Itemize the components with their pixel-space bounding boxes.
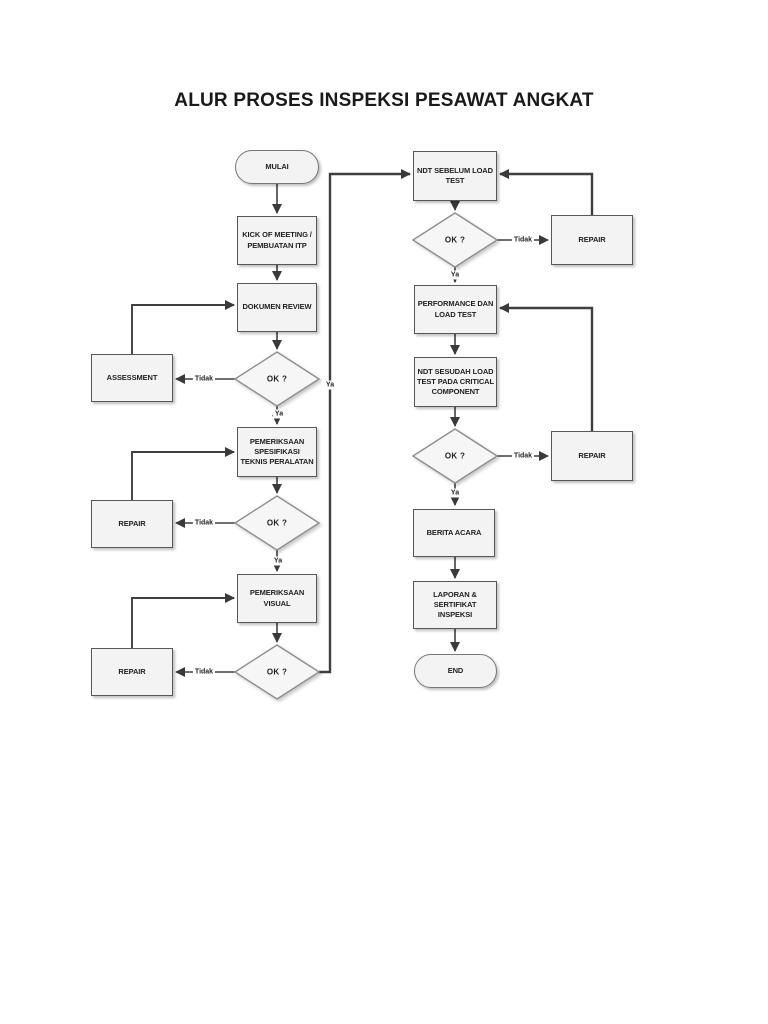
decision-ok4-label: OK ? bbox=[444, 235, 466, 245]
edge-label-tidak-2: Tidak bbox=[192, 518, 216, 528]
decision-ok2-label: OK ? bbox=[266, 518, 288, 528]
connector-repair2-visual bbox=[131, 593, 235, 648]
edge-label-ya-2: Ya bbox=[271, 556, 285, 566]
edge-label-ya-1: Ya bbox=[272, 409, 286, 419]
edge-label-tidak-5: Tidak bbox=[511, 451, 535, 461]
node-repair-4: REPAIR bbox=[551, 431, 633, 481]
node-ndt-sebelum-load-test: NDT SEBELUM LOAD TEST bbox=[413, 151, 497, 201]
node-kick-of-meeting-label: KICK OF MEETING / PEMBUATAN ITP bbox=[242, 230, 312, 250]
edge-label-tidak-1: Tidak bbox=[192, 374, 216, 384]
edge-label-ya-5: Ya bbox=[448, 488, 462, 498]
node-ndt-sebelum-label: NDT SEBELUM LOAD TEST bbox=[417, 165, 493, 185]
page-title: ALUR PROSES INSPEKSI PESAWAT ANGKAT bbox=[174, 90, 594, 111]
edge-label-tidak-4: Tidak bbox=[511, 235, 535, 245]
connector-assessment-dokumen bbox=[131, 300, 235, 354]
node-pemeriksaan-spesifikasi: PEMERIKSAAN SPESIFIKASI TEKNIS PERALATAN bbox=[237, 427, 317, 477]
node-repair-1-label: REPAIR bbox=[118, 518, 146, 528]
node-ndt-sesudah-label: NDT SESUDAH LOAD TEST PADA CRITICAL COMP… bbox=[417, 366, 494, 397]
node-repair-1: REPAIR bbox=[91, 500, 173, 548]
node-repair-2-label: REPAIR bbox=[118, 666, 146, 676]
node-repair-3: REPAIR bbox=[551, 215, 633, 265]
node-laporan-sertifikat-label: LAPORAN & SERTIFIKAT INSPEKSI bbox=[433, 589, 477, 620]
node-performance-label: PERFORMANCE DAN LOAD TEST bbox=[417, 299, 494, 319]
decision-ok3-label: OK ? bbox=[266, 667, 288, 677]
connector-repair1-spesifikasi bbox=[131, 447, 235, 500]
node-berita-acara-label: BERITA ACARA bbox=[426, 527, 482, 537]
node-pemeriksaan-visual-label: PEMERIKSAAN VISUAL bbox=[249, 588, 305, 608]
node-dokumen-review: DOKUMEN REVIEW bbox=[237, 283, 317, 332]
node-pemeriksaan-spesifikasi-label: PEMERIKSAAN SPESIFIKASI TEKNIS PERALATAN bbox=[240, 436, 314, 467]
decision-ok3-shape bbox=[233, 644, 321, 700]
node-kick-of-meeting: KICK OF MEETING / PEMBUATAN ITP bbox=[237, 216, 317, 265]
node-assessment: ASSESSMENT bbox=[91, 354, 173, 402]
decision-ok1-shape bbox=[233, 351, 321, 407]
node-performance-dan-load-test: PERFORMANCE DAN LOAD TEST bbox=[414, 285, 497, 334]
node-end-label: END bbox=[447, 665, 464, 675]
decision-ok2-shape bbox=[233, 495, 321, 551]
edge-label-ya-3: Ya bbox=[323, 380, 337, 390]
decision-ok5-label: OK ? bbox=[444, 451, 466, 461]
node-pemeriksaan-visual: PEMERIKSAAN VISUAL bbox=[237, 574, 317, 623]
node-repair-2: REPAIR bbox=[91, 648, 173, 696]
edge-label-tidak-3: Tidak bbox=[192, 667, 216, 677]
node-assessment-label: ASSESSMENT bbox=[106, 372, 158, 382]
node-repair-4-label: REPAIR bbox=[578, 450, 606, 460]
decision-ok1-label: OK ? bbox=[266, 374, 288, 384]
node-mulai: MULAI bbox=[235, 150, 319, 184]
connector-ok3-ndtsebelum-ya bbox=[319, 169, 411, 674]
node-repair-3-label: REPAIR bbox=[578, 234, 606, 244]
edge-label-ya-4: Ya bbox=[448, 270, 462, 280]
node-dokumen-review-label: DOKUMEN REVIEW bbox=[242, 302, 312, 312]
node-berita-acara: BERITA ACARA bbox=[413, 509, 495, 557]
decision-ok5-shape bbox=[411, 428, 499, 484]
decision-ok4-shape bbox=[411, 212, 499, 268]
node-ndt-sesudah-load-test: NDT SESUDAH LOAD TEST PADA CRITICAL COMP… bbox=[414, 357, 497, 407]
node-mulai-label: MULAI bbox=[265, 161, 289, 171]
node-end: END bbox=[414, 654, 497, 688]
connector-repair3-ndtsebelum bbox=[499, 169, 594, 215]
node-laporan-sertifikat: LAPORAN & SERTIFIKAT INSPEKSI bbox=[413, 581, 497, 629]
connector-repair4-performance bbox=[499, 303, 594, 431]
